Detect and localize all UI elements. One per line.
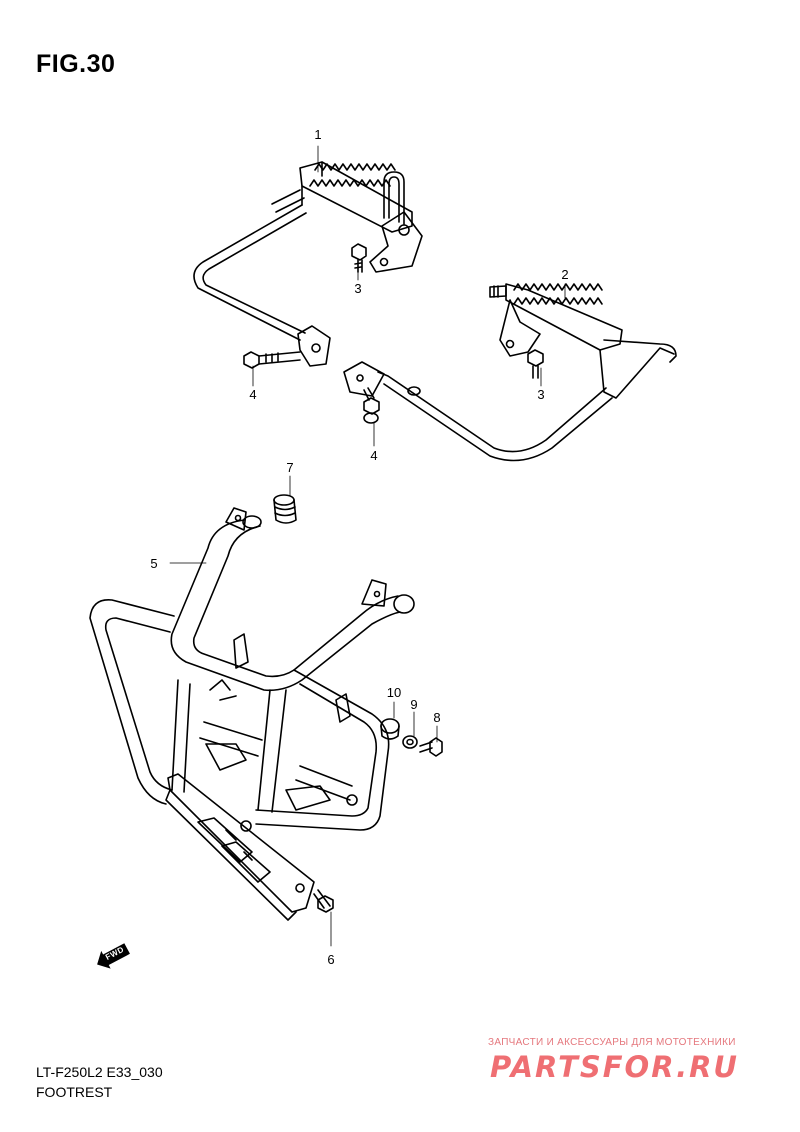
callout-4-right: 4 — [370, 448, 378, 463]
callout-3-right: 3 — [537, 387, 545, 402]
callout-8: 8 — [433, 710, 441, 725]
bolt-6-icon — [313, 889, 334, 913]
watermark-caption: ЗАПЧАСТИ И АКСЕССУАРЫ ДЛЯ МОТОТЕХНИКИ — [488, 1037, 736, 1048]
callout-2: 2 — [561, 267, 569, 282]
bolt-8-icon — [419, 737, 443, 757]
callout-4-left: 4 — [249, 387, 257, 402]
callout-6: 6 — [327, 952, 335, 967]
section-name: FOOTREST — [36, 1084, 113, 1100]
bolt-3-right-icon — [527, 349, 544, 379]
model-code: LT-F250L2 E33_030 — [36, 1064, 163, 1080]
washer-9-part — [402, 735, 418, 749]
leader-lines — [169, 145, 566, 947]
footrest-left-part — [193, 161, 423, 367]
callout-5: 5 — [150, 556, 158, 571]
front-guard-part — [89, 507, 415, 921]
watermark-logo[interactable]: PARTSFOR.RU — [490, 1050, 739, 1084]
bolt-3-left-icon — [351, 243, 367, 273]
footrest-right-part — [343, 283, 677, 462]
grommet-cap-part — [273, 494, 297, 524]
callout-10: 10 — [386, 685, 402, 700]
callout-1: 1 — [314, 127, 322, 142]
callout-9: 9 — [410, 697, 418, 712]
bolt-4-left-icon — [243, 351, 301, 369]
callout-3-left: 3 — [354, 281, 362, 296]
fwd-direction-marker: FWD — [91, 937, 134, 975]
bolt-4-right-icon — [363, 387, 380, 424]
figure-title: FIG.30 — [36, 50, 116, 78]
callout-7: 7 — [286, 460, 294, 475]
spacer-10-part — [380, 718, 400, 740]
fwd-arrow-icon — [97, 943, 130, 969]
